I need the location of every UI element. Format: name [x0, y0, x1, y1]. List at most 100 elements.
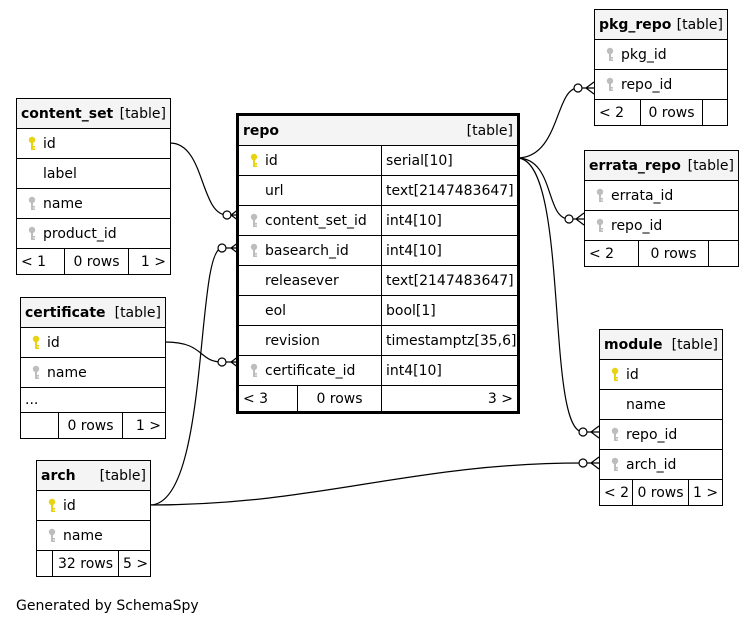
- footer-children[interactable]: 5 >: [117, 550, 152, 577]
- table-name: repo: [243, 122, 280, 139]
- column-name: id: [63, 497, 76, 514]
- edge-crowfoot: [587, 456, 600, 470]
- edge-crowfoot: [573, 212, 585, 226]
- edge-pkg-repo: [516, 87, 579, 159]
- column-name: content_set_id: [265, 212, 367, 229]
- footer-children[interactable]: 1 >: [687, 479, 724, 506]
- column-name: url: [265, 182, 284, 199]
- column-name: repo_id: [611, 217, 663, 234]
- edge-marker: [222, 210, 232, 220]
- footer-children[interactable]: [701, 99, 729, 126]
- footer-parents[interactable]: < 2: [584, 240, 639, 267]
- column-name: id: [43, 135, 56, 152]
- footer-children[interactable]: [708, 240, 739, 267]
- column-name: pkg_id: [621, 46, 667, 63]
- table-type: [table]: [676, 16, 724, 33]
- column-name: arch_id: [626, 456, 677, 473]
- column-name: name: [47, 364, 87, 381]
- column-name: name: [43, 195, 83, 212]
- primary-key-icon: [604, 367, 626, 383]
- edge-certificate: [164, 341, 223, 363]
- primary-key-icon: [25, 335, 47, 351]
- footer-parents[interactable]: < 2: [594, 99, 641, 126]
- footer-children[interactable]: 3 >: [380, 385, 520, 413]
- column-type: int4[10]: [380, 205, 520, 236]
- primary-key-icon: [243, 153, 265, 169]
- footer-rows: 0 rows: [58, 412, 123, 439]
- table-repo[interactable]: repo [table] id serial[10] url text[2147483…: [236, 113, 521, 414]
- edge-marker: [578, 458, 588, 468]
- edge-marker: [564, 214, 574, 224]
- table-module[interactable]: module[table] id name repo_id arch_id < …: [598, 329, 724, 506]
- table-type: [table]: [687, 157, 734, 174]
- foreign-key-icon: [243, 363, 265, 379]
- foreign-key-icon: [243, 213, 265, 229]
- column-name: name: [63, 527, 103, 544]
- column-type: serial[10]: [380, 145, 520, 176]
- edge-module-arch: [149, 462, 584, 506]
- column-name: eol: [265, 302, 287, 319]
- footer-parents[interactable]: < 3: [237, 385, 298, 413]
- table-name: content_set: [21, 105, 114, 122]
- footer-parents[interactable]: [36, 550, 53, 577]
- foreign-key-icon: [604, 457, 626, 473]
- foreign-key-icon: [599, 47, 621, 63]
- footer-rows: 0 rows: [640, 99, 703, 126]
- column-name: id: [626, 366, 639, 383]
- foreign-key-icon: [21, 196, 43, 212]
- column-name: basearch_id: [265, 242, 349, 259]
- column-name: repo_id: [626, 426, 678, 443]
- edge-marker: [573, 83, 583, 93]
- edge-marker: [578, 427, 588, 437]
- column-name: id: [265, 152, 278, 169]
- table-content-set[interactable]: content_set [table] id label name product…: [16, 98, 171, 275]
- foreign-key-icon: [604, 427, 626, 443]
- column-name: certificate_id: [265, 362, 356, 379]
- column-name: product_id: [43, 225, 117, 242]
- footer-parents[interactable]: [20, 412, 59, 439]
- table-type: [table]: [466, 122, 514, 139]
- primary-key-icon: [21, 136, 43, 152]
- table-type: [table]: [119, 105, 166, 122]
- foreign-key-icon: [41, 528, 63, 544]
- footer-parents[interactable]: < 2: [599, 479, 633, 506]
- column-name: errata_id: [611, 187, 674, 204]
- foreign-key-icon: [25, 365, 47, 381]
- footer-children[interactable]: 1 >: [128, 248, 171, 275]
- column-name: releasever: [265, 272, 339, 289]
- edge-marker: [217, 357, 227, 367]
- column-type: text[2147483647]: [380, 265, 520, 296]
- foreign-key-icon: [21, 226, 43, 242]
- column-type: int4[10]: [380, 355, 520, 386]
- column-name: id: [47, 334, 60, 351]
- edge-content-set: [169, 142, 228, 216]
- generated-by-label: Generated by SchemaSpy: [16, 598, 199, 614]
- column-name: ...: [25, 392, 39, 408]
- column-type: text[2147483647]: [380, 175, 520, 206]
- table-name: module: [604, 336, 663, 353]
- column-name: revision: [265, 332, 320, 349]
- foreign-key-icon: [243, 243, 265, 259]
- footer-children[interactable]: 1 >: [122, 412, 166, 439]
- column-name: repo_id: [621, 76, 673, 93]
- table-name: arch: [41, 467, 76, 484]
- table-type: [table]: [99, 467, 147, 484]
- edge-crowfoot: [587, 425, 600, 439]
- table-name: certificate: [25, 304, 106, 321]
- table-errata-repo[interactable]: errata_repo[table] errata_id repo_id < 2…: [584, 150, 739, 267]
- table-type: [table]: [114, 304, 161, 321]
- primary-key-icon: [41, 498, 63, 514]
- column-name: name: [626, 396, 666, 413]
- footer-rows: 0 rows: [632, 479, 689, 506]
- footer-parents[interactable]: < 1: [16, 248, 65, 275]
- foreign-key-icon: [599, 77, 621, 93]
- column-type: bool[1]: [380, 295, 520, 326]
- footer-rows: 32 rows: [52, 550, 119, 577]
- edge-crowfoot: [582, 81, 595, 95]
- footer-rows: 0 rows: [297, 385, 382, 413]
- column-name: label: [43, 165, 77, 182]
